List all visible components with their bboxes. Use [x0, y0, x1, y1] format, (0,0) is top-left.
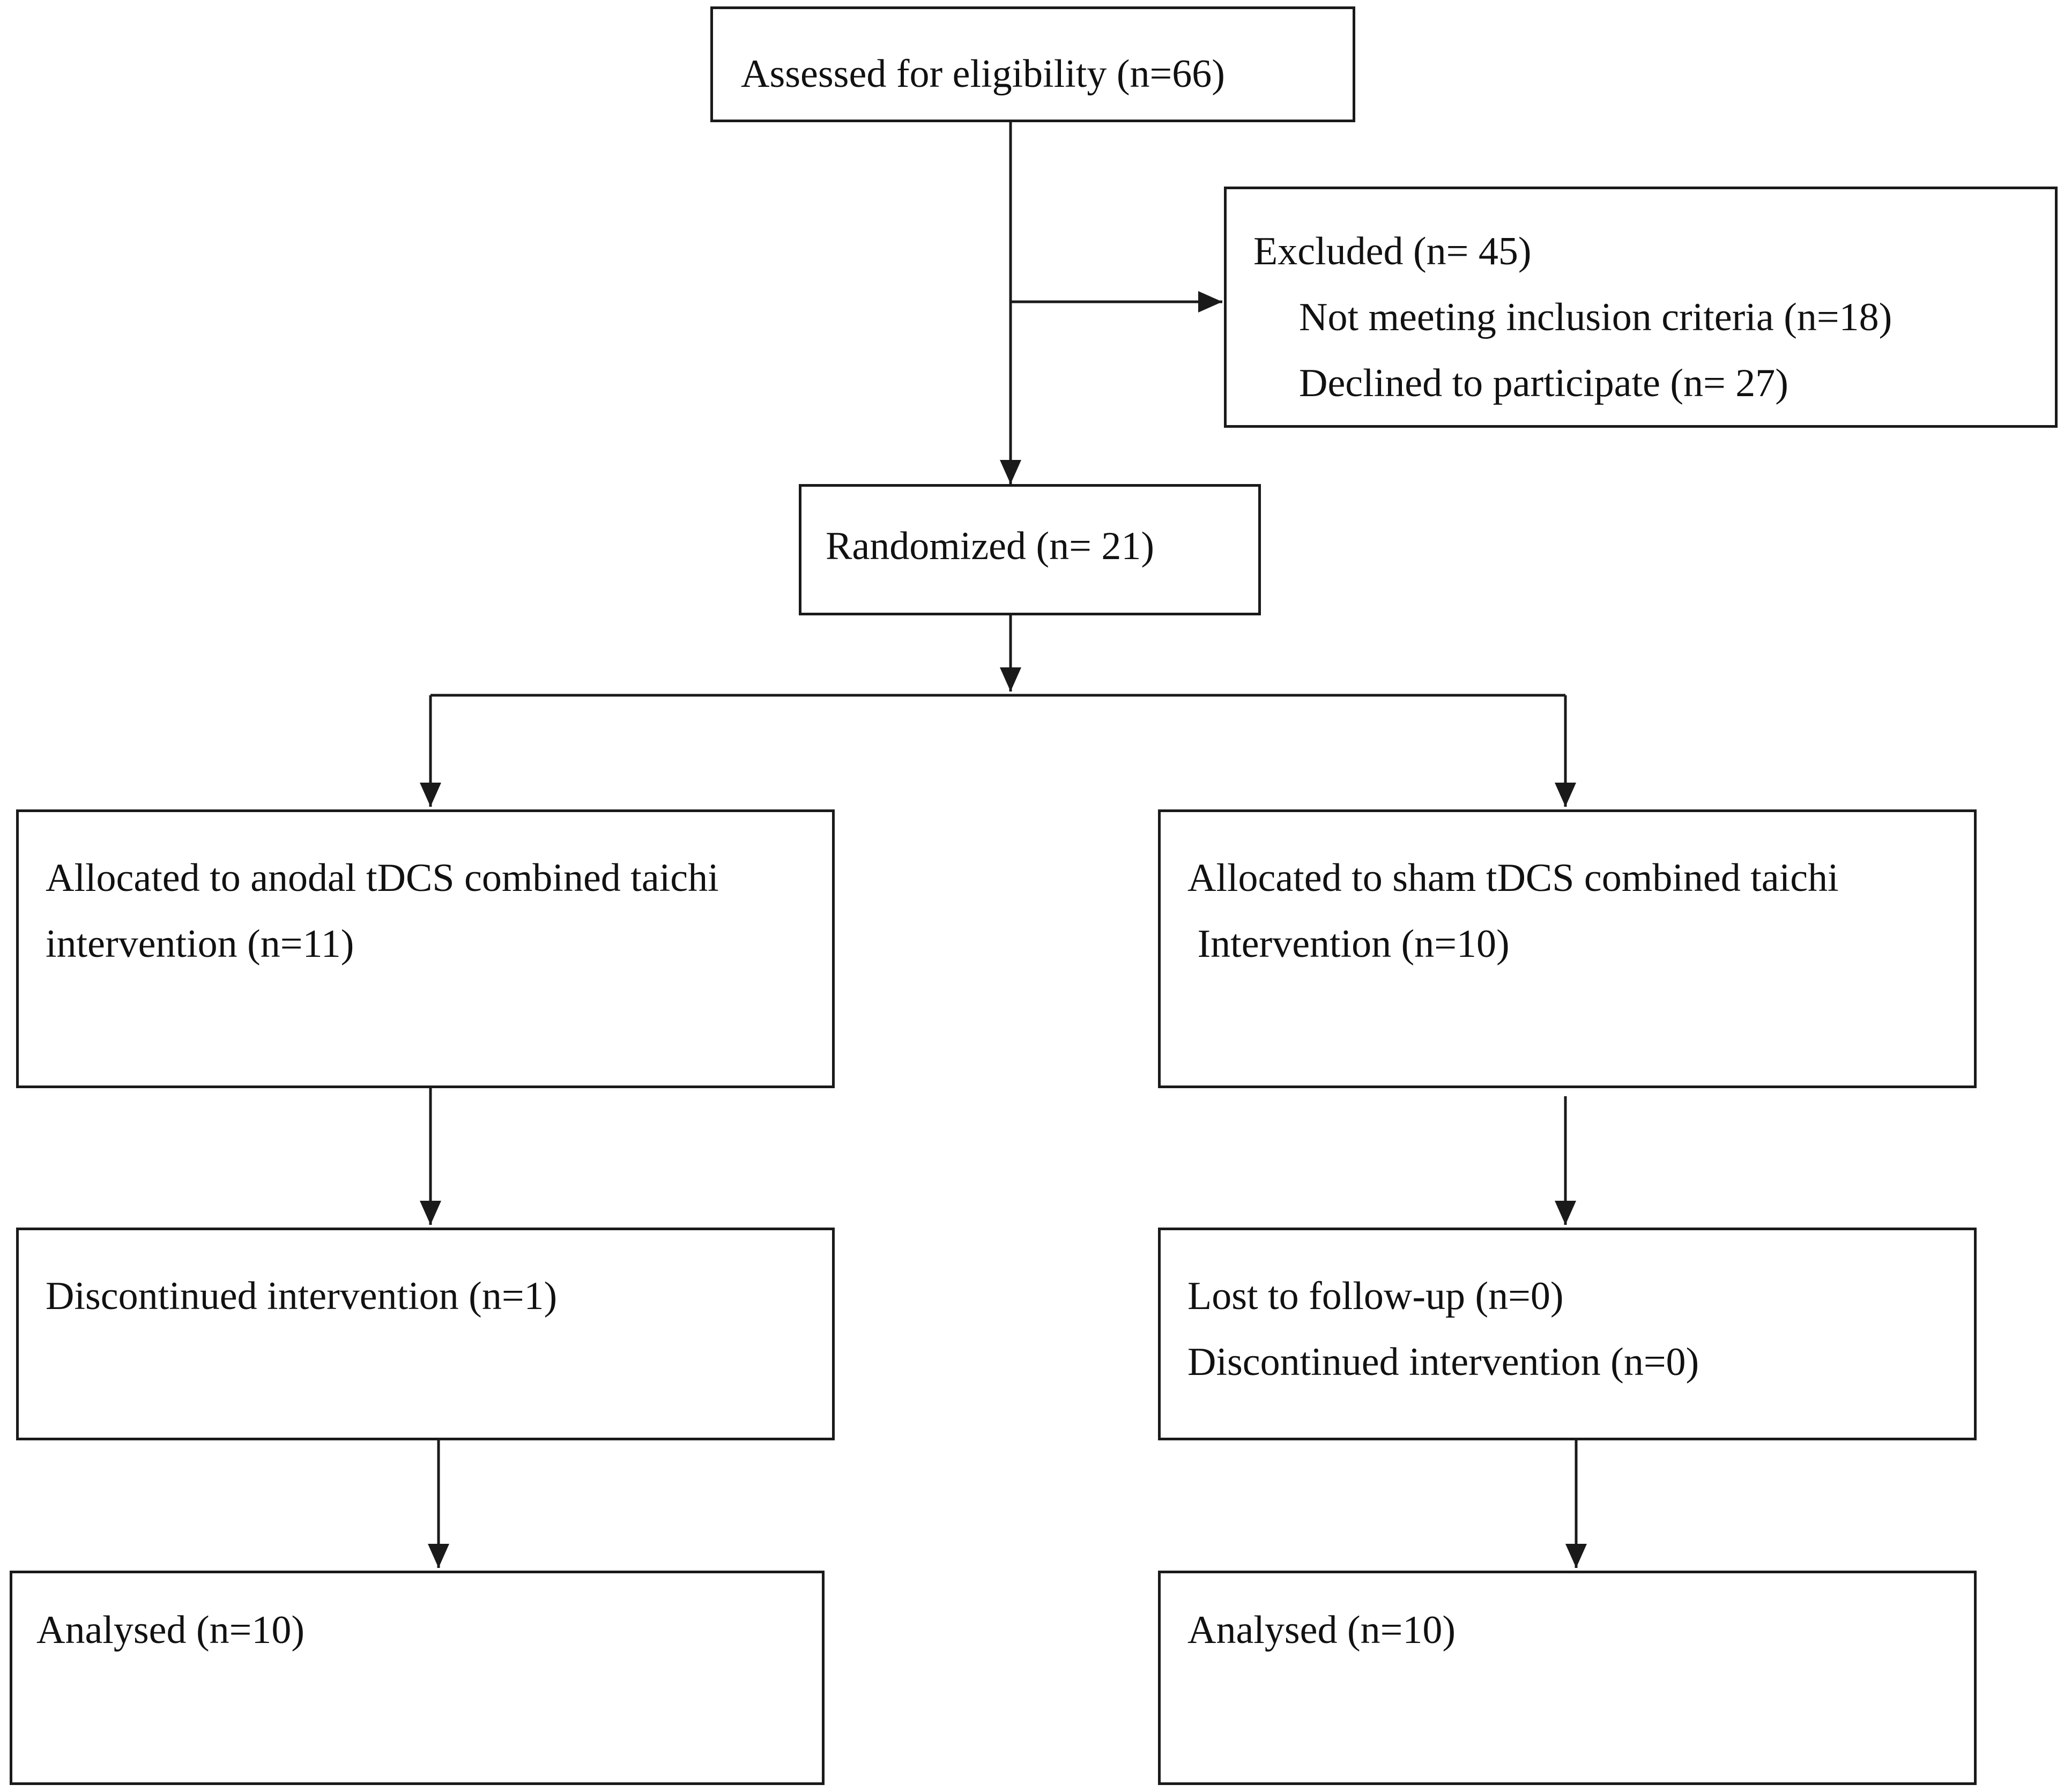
right-allocation-line-1: Allocated to sham tDCS combined taichi — [1187, 856, 1839, 900]
randomized-text: Randomized (n= 21) — [826, 524, 1155, 568]
left-allocation-box: Allocated to anodal tDCS combined taichi… — [16, 809, 835, 1088]
assessed-text: Assessed for eligibility (n=66) — [741, 52, 1225, 96]
right-allocation-line-2: Intervention (n=10) — [1187, 922, 1510, 966]
assessed-box: Assessed for eligibility (n=66) — [710, 6, 1355, 122]
left-followup-box: Discontinued intervention (n=1) — [16, 1228, 835, 1440]
excluded-title: Excluded (n= 45) — [1253, 229, 1532, 273]
right-allocation-box: Allocated to sham tDCS combined taichi I… — [1158, 809, 1977, 1088]
right-analysis-box: Analysed (n=10) — [1158, 1571, 1977, 1785]
left-allocation-line-2: intervention (n=11) — [46, 922, 354, 966]
right-followup-box: Lost to follow-up (n=0) Discontinued int… — [1158, 1228, 1977, 1440]
left-analysis-box: Analysed (n=10) — [10, 1571, 825, 1785]
left-followup-discontinued: Discontinued intervention (n=1) — [46, 1274, 558, 1318]
right-followup-discontinued: Discontinued intervention (n=0) — [1187, 1340, 1699, 1384]
excluded-box: Excluded (n= 45) Not meeting inclusion c… — [1224, 187, 2058, 428]
randomized-box: Randomized (n= 21) — [799, 484, 1261, 615]
excluded-reason-inclusion-criteria: Not meeting inclusion criteria (n=18) — [1299, 295, 1892, 339]
right-followup-lost: Lost to follow-up (n=0) — [1187, 1274, 1564, 1318]
left-allocation-line-1: Allocated to anodal tDCS combined taichi — [46, 856, 719, 900]
right-analysis-text: Analysed (n=10) — [1187, 1608, 1456, 1652]
left-analysis-text: Analysed (n=10) — [36, 1608, 305, 1652]
excluded-reason-declined: Declined to participate (n= 27) — [1299, 361, 1788, 405]
